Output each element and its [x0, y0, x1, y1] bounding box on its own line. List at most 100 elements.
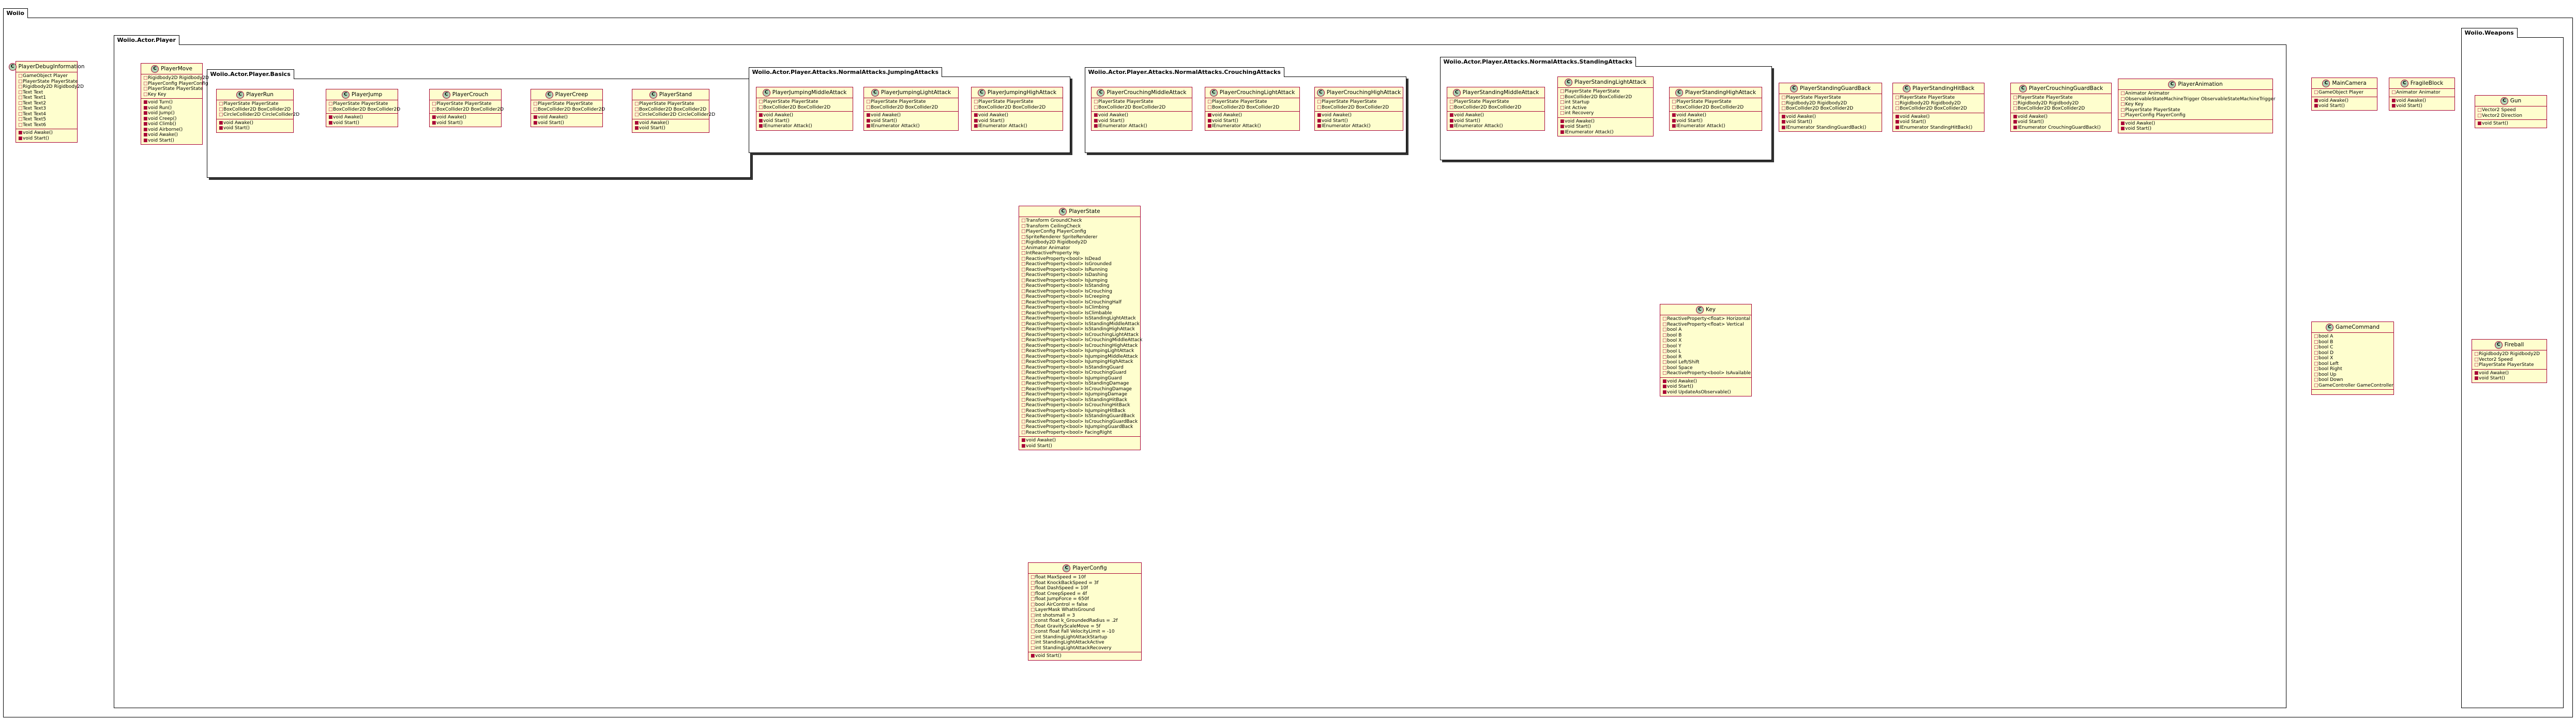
method-item: ■void Turn() [143, 100, 200, 105]
method-item: ■void Awake() [1560, 119, 1651, 125]
field-text: BoxCollider2D BoxCollider2D [763, 104, 831, 110]
class-methods: ■void Awake()■void Start()■IEnumerator A… [1670, 112, 1762, 130]
field-item: □Rigidbody2D Rigidbody2D [2474, 351, 2544, 357]
private-visibility-icon: □ [1021, 251, 1026, 256]
field-item: □Text Text1 [18, 95, 75, 101]
field-text: PlayerState PlayerState [763, 99, 819, 104]
method-text: void Awake() [2125, 120, 2156, 126]
method-text: void Awake() [1454, 113, 1484, 118]
method-item: ■void Awake() [1021, 438, 1138, 443]
method-text: void Start() [1454, 118, 1480, 124]
class-methods: ■void Awake()■void Start() [2389, 97, 2454, 110]
field-item: □int Startup [1560, 100, 1651, 105]
field-text: float MaxSpeed = 10f [1035, 575, 1086, 580]
private-visibility-icon: ■ [759, 124, 763, 129]
class-stereotype-icon: C [2168, 81, 2176, 88]
method-text: void Awake() [639, 120, 670, 126]
field-item: □PlayerState PlayerState [1094, 99, 1190, 105]
method-text: void Start() [1026, 443, 1052, 449]
private-visibility-icon: □ [1021, 419, 1026, 424]
private-visibility-icon: □ [219, 101, 223, 106]
class-name: PlayerRun [246, 91, 274, 98]
private-visibility-icon: □ [2314, 383, 2319, 388]
method-text: void Awake() [978, 113, 1009, 118]
private-visibility-icon: □ [1021, 288, 1026, 294]
field-item: □ReactiveProperty<bool> IsClimbing [1021, 305, 1138, 311]
field-text: Text Text6 [23, 122, 46, 128]
private-visibility-icon: □ [1021, 229, 1026, 234]
field-text: PlayerState PlayerState [538, 101, 593, 106]
package-actor-player-label: Woiio.Actor.Player [113, 35, 179, 45]
private-visibility-icon: ■ [1449, 118, 1454, 124]
field-text: bool Down [2319, 377, 2343, 383]
private-visibility-icon: □ [2477, 108, 2482, 113]
private-visibility-icon: ■ [2013, 125, 2018, 130]
class-stereotype-icon: C [545, 91, 553, 99]
private-visibility-icon: □ [1021, 397, 1026, 403]
field-text: BoxCollider2D BoxCollider2D [1212, 104, 1280, 110]
method-item: ■void Awake() [1895, 114, 1982, 120]
field-text: ReactiveProperty<bool> IsAvailable [1667, 371, 1751, 376]
field-text: Text Text1 [23, 95, 46, 100]
method-text: void Start() [1900, 119, 1926, 125]
method-text: void Start() [1322, 118, 1348, 124]
field-item: □PlayerState PlayerState [18, 79, 78, 85]
private-visibility-icon: □ [1031, 575, 1035, 580]
method-item: ■IEnumerator StandingGuardBack() [1781, 125, 1880, 131]
private-visibility-icon: □ [1031, 640, 1035, 645]
private-visibility-icon: □ [328, 106, 333, 112]
method-item: ■IEnumerator StandingHitBack() [1895, 125, 1982, 131]
private-visibility-icon: ■ [143, 137, 148, 143]
class-methods: ■void Awake()■void Start()■IEnumerator A… [1447, 112, 1544, 130]
method-text: void Awake() [2396, 98, 2427, 103]
private-visibility-icon: ■ [18, 130, 23, 135]
class-fields: □PlayerState PlayerState□BoxCollider2D B… [217, 100, 299, 119]
field-item: □ReactiveProperty<bool> IsCrouchingDamag… [1021, 387, 1138, 392]
field-item: □ReactiveProperty<bool> IsCrouching [1021, 289, 1138, 295]
method-text: void Start() [2479, 376, 2505, 381]
field-text: bool B [1667, 332, 1682, 338]
field-text: bool L [1667, 349, 1681, 354]
class-methods: ■void Awake()■void Start()■IEnumerator S… [1779, 113, 1882, 132]
class-name: PlayerCrouchingLightAttack [1219, 89, 1295, 96]
field-item: □Vector2 Speed [2474, 357, 2544, 363]
method-item: ■void Start() [2120, 126, 2270, 132]
private-visibility-icon: □ [2013, 106, 2018, 111]
class-methods: ■void Awake()■void Start() [16, 129, 77, 142]
method-item: ■void Start() [2391, 103, 2452, 109]
private-visibility-icon: □ [219, 106, 223, 112]
field-item: □GameObject Player [18, 73, 75, 79]
field-text: Rigidbody2D Rigidbody2D [1026, 240, 1087, 245]
class-methods: ■void Awake()■void Start()■IEnumerator A… [1558, 118, 1653, 136]
class-stereotype-icon: C [8, 63, 17, 71]
private-visibility-icon: □ [1031, 629, 1035, 634]
private-visibility-icon: □ [2314, 90, 2319, 95]
class-name: PlayerCreep [555, 91, 588, 98]
field-text: PlayerState PlayerState [148, 86, 203, 91]
field-item: □LayerMask WhatIsGround [1031, 607, 1139, 613]
class-fields: □Rigidbody2D Rigidbody2D□PlayerConfig Pl… [141, 74, 209, 99]
field-text: bool D [2319, 350, 2334, 356]
method-item: ■void Awake() [1207, 113, 1297, 118]
field-item: □bool Y [1662, 344, 1749, 349]
method-item: ■void Start() [1031, 653, 1139, 659]
method-text: IEnumerator Attack() [1676, 124, 1725, 129]
method-text: void Start() [2018, 119, 2044, 125]
private-visibility-icon: □ [1317, 99, 1322, 104]
method-item: ■IEnumerator Attack() [866, 124, 956, 129]
class-methods: ■void Awake()■void Start() [430, 114, 501, 127]
class-name: FragileBlock [2410, 80, 2444, 87]
field-item: □ReactiveProperty<bool> IsCrouchingLight… [1021, 332, 1139, 338]
field-text: Vector2 Speed [2479, 357, 2513, 362]
field-item: □BoxCollider2D BoxCollider2D [866, 105, 956, 111]
field-item: □ReactiveProperty<bool> IsJumpingGuardBa… [1021, 424, 1138, 430]
class-stereotype-icon: C [1695, 306, 1704, 314]
method-item: ■void Awake() [2314, 98, 2375, 104]
